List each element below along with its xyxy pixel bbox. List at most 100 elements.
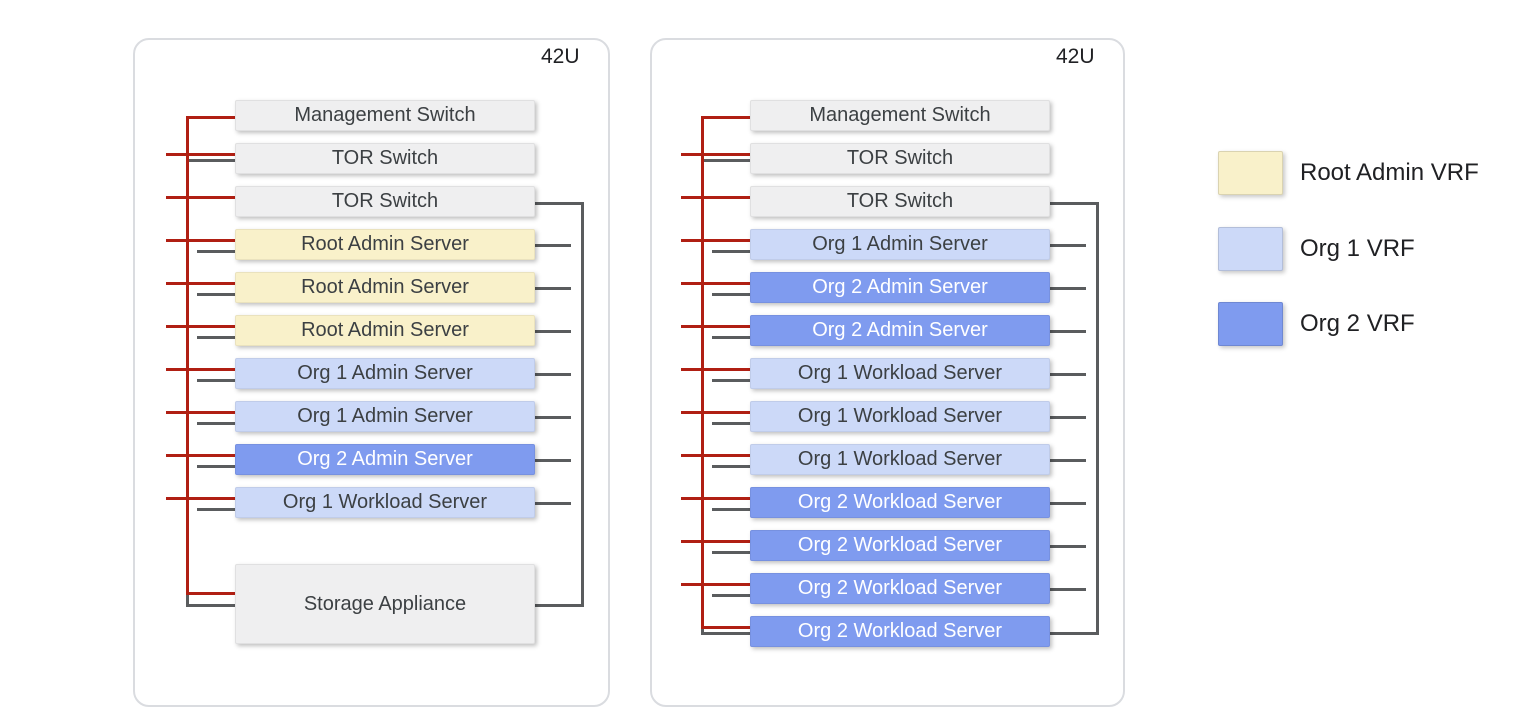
data-network-right-vertical-line	[581, 202, 584, 607]
data-network-line	[535, 287, 571, 290]
rack-box-org1-admin-server: Org 1 Admin Server	[750, 229, 1050, 260]
legend-swatch-root-admin-vrf	[1218, 151, 1283, 195]
legend-label: Root Admin VRF	[1300, 159, 1479, 186]
data-network-line	[1050, 588, 1086, 591]
management-network-line	[186, 116, 235, 119]
management-network-line	[166, 454, 235, 457]
rack-box-org1-admin-server: Org 1 Admin Server	[235, 401, 535, 432]
data-network-line	[197, 508, 235, 511]
data-network-line	[197, 422, 235, 425]
data-network-line	[712, 551, 750, 554]
rack-box-management-switch: Management Switch	[235, 100, 535, 131]
rack-box-org2-admin-server: Org 2 Admin Server	[235, 444, 535, 475]
management-network-vertical-line	[701, 116, 704, 629]
data-network-line	[1050, 459, 1086, 462]
rack-box-org2-workload-server: Org 2 Workload Server	[750, 616, 1050, 647]
rack-box-tor-switch: TOR Switch	[750, 186, 1050, 217]
data-network-line	[712, 508, 750, 511]
data-network-line	[535, 244, 571, 247]
data-network-line	[535, 373, 571, 376]
rack-box-tor-switch: TOR Switch	[750, 143, 1050, 174]
rack-box-org1-workload-server: Org 1 Workload Server	[750, 401, 1050, 432]
data-network-line	[712, 594, 750, 597]
rack-unit-label: 42U	[541, 45, 580, 68]
data-network-line	[535, 202, 584, 205]
management-network-line	[681, 540, 750, 543]
management-network-line	[681, 196, 750, 199]
management-network-line	[166, 368, 235, 371]
data-network-line	[535, 604, 584, 607]
management-network-line	[166, 153, 235, 156]
management-network-line	[166, 282, 235, 285]
data-network-line	[1050, 373, 1086, 376]
management-network-line	[681, 497, 750, 500]
data-network-line	[712, 336, 750, 339]
management-network-line	[701, 116, 750, 119]
data-network-line	[1050, 632, 1099, 635]
management-network-line	[681, 583, 750, 586]
legend-swatch-org-1-vrf	[1218, 227, 1283, 271]
data-network-line	[535, 416, 571, 419]
management-network-line	[681, 282, 750, 285]
management-network-vertical-line	[186, 116, 189, 595]
rack-box-org1-admin-server: Org 1 Admin Server	[235, 358, 535, 389]
data-network-line	[197, 250, 235, 253]
data-network-line	[712, 379, 750, 382]
management-network-line	[166, 411, 235, 414]
data-network-line	[1050, 330, 1086, 333]
rack-box-org2-admin-server: Org 2 Admin Server	[750, 272, 1050, 303]
management-network-line	[166, 325, 235, 328]
data-network-line	[712, 422, 750, 425]
rack-box-management-switch: Management Switch	[750, 100, 1050, 131]
data-network-line	[1050, 545, 1086, 548]
management-network-line	[681, 325, 750, 328]
data-network-line	[1050, 502, 1086, 505]
rack-box-storage-appliance: Storage Appliance	[235, 564, 535, 644]
data-network-line	[1050, 416, 1086, 419]
management-network-line	[186, 592, 235, 595]
rack-box-org2-workload-server: Org 2 Workload Server	[750, 530, 1050, 561]
rack-box-tor-switch: TOR Switch	[235, 186, 535, 217]
rack-box-org2-admin-server: Org 2 Admin Server	[750, 315, 1050, 346]
data-network-line	[1050, 202, 1099, 205]
management-network-line	[681, 368, 750, 371]
rack-box-root-admin-server: Root Admin Server	[235, 229, 535, 260]
rack-box-org2-workload-server: Org 2 Workload Server	[750, 487, 1050, 518]
management-network-line	[701, 626, 750, 629]
data-network-line	[197, 336, 235, 339]
data-network-line	[186, 604, 235, 607]
rack-box-org2-workload-server: Org 2 Workload Server	[750, 573, 1050, 604]
data-network-line	[197, 379, 235, 382]
management-network-line	[681, 411, 750, 414]
data-network-line	[712, 465, 750, 468]
data-network-line	[701, 159, 750, 162]
management-network-line	[166, 196, 235, 199]
data-network-line	[1050, 287, 1086, 290]
management-network-line	[166, 239, 235, 242]
data-network-line	[535, 459, 571, 462]
data-network-line	[535, 502, 571, 505]
data-network-line	[186, 159, 235, 162]
rack-box-root-admin-server: Root Admin Server	[235, 315, 535, 346]
legend-swatch-org-2-vrf	[1218, 302, 1283, 346]
data-network-line	[701, 632, 750, 635]
rack-box-org1-workload-server: Org 1 Workload Server	[750, 444, 1050, 475]
rack-box-root-admin-server: Root Admin Server	[235, 272, 535, 303]
data-network-line	[1050, 244, 1086, 247]
data-network-line	[712, 250, 750, 253]
legend-label: Org 1 VRF	[1300, 235, 1415, 262]
data-network-line	[712, 293, 750, 296]
rack-unit-label: 42U	[1056, 45, 1095, 68]
legend-label: Org 2 VRF	[1300, 310, 1415, 337]
rack-box-org1-workload-server: Org 1 Workload Server	[750, 358, 1050, 389]
management-network-line	[166, 497, 235, 500]
management-network-line	[681, 239, 750, 242]
data-network-line	[197, 293, 235, 296]
rack-box-org1-workload-server: Org 1 Workload Server	[235, 487, 535, 518]
data-network-right-vertical-line	[1096, 202, 1099, 635]
rack-box-tor-switch: TOR Switch	[235, 143, 535, 174]
data-network-line	[197, 465, 235, 468]
management-network-line	[681, 454, 750, 457]
data-network-line	[535, 330, 571, 333]
